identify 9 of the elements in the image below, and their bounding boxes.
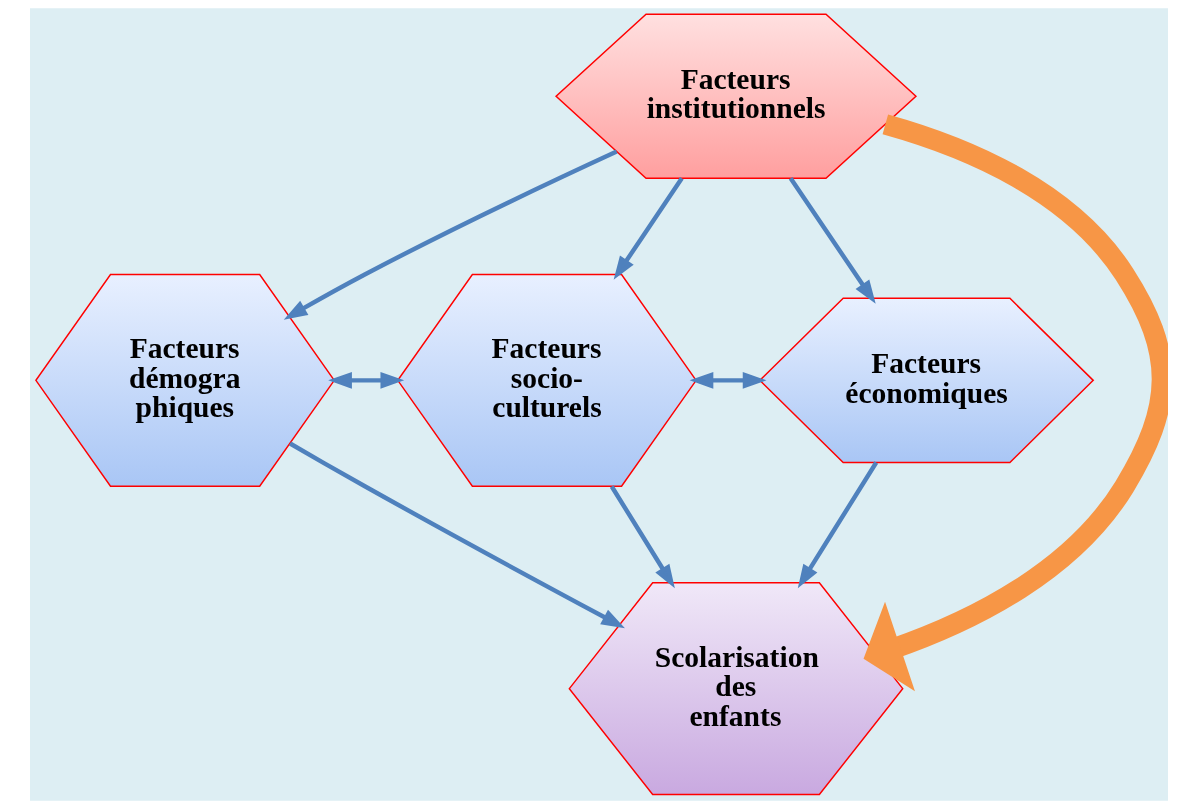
arrow xyxy=(283,149,618,320)
arrow xyxy=(328,372,405,389)
arrow xyxy=(613,177,684,280)
arrow xyxy=(788,177,876,304)
arrow xyxy=(288,441,625,629)
arrow xyxy=(689,372,767,389)
arrow xyxy=(797,461,879,589)
arrow xyxy=(863,114,1168,692)
arrow xyxy=(609,485,675,589)
